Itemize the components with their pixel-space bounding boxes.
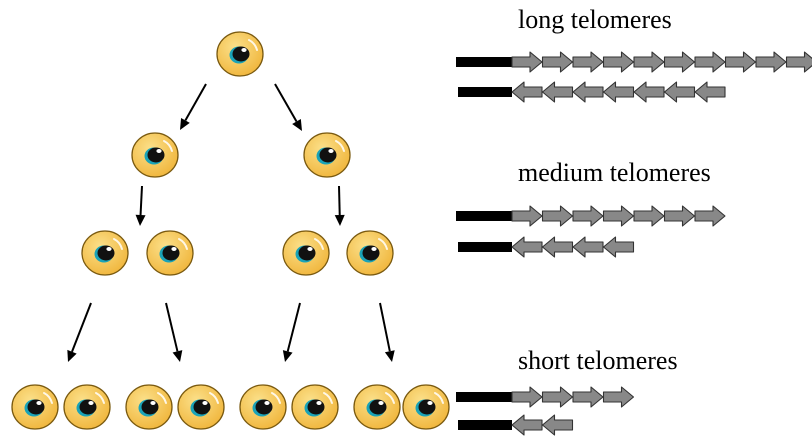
cell (146, 230, 194, 276)
cell (216, 31, 264, 77)
telomere-repeat-arrow-icon (755, 51, 787, 73)
telomere-repeat-arrow-icon (785, 51, 812, 73)
telomere-repeat-arrow-icon (663, 51, 696, 73)
nucleus-icon (295, 245, 316, 263)
telomere-repeat-arrow-icon (511, 386, 543, 408)
nucleus-icon (316, 147, 337, 165)
medium-telomeres-label: medium telomeres (518, 158, 711, 187)
cell (402, 384, 450, 430)
nucleus-icon (159, 245, 180, 263)
nucleus-icon (304, 399, 325, 417)
telomere-repeat-arrow-icon (511, 205, 543, 227)
telomere-repeat-arrow-icon (541, 414, 574, 436)
cell (303, 132, 351, 178)
chromosome-bar (456, 211, 512, 221)
nucleus-icon (144, 147, 165, 165)
telomere-repeat-arrow-icon (602, 205, 635, 227)
chromosome-bar (456, 392, 512, 402)
nucleus-icon (366, 399, 387, 417)
telomere-repeat-arrow-icon (724, 51, 757, 73)
telomere-repeat-arrow-icon (694, 51, 726, 73)
cell (291, 384, 339, 430)
nucleus-icon (138, 399, 159, 417)
upper-strand (456, 386, 635, 408)
telomere-repeat-arrow-icon (511, 81, 543, 103)
telomere-repeat-arrow-icon (572, 81, 604, 103)
cell (125, 384, 173, 430)
nucleus-icon (76, 399, 97, 417)
cell (353, 384, 401, 430)
chromosome-bar (456, 57, 512, 67)
telomere-strands (456, 51, 812, 436)
telomere-repeat-arrow-icon (694, 81, 726, 103)
cell-lineage (11, 31, 450, 430)
chromosome-bar (458, 87, 512, 97)
down-arrow-icon (274, 83, 302, 131)
short-telomeres-label: short telomeres (518, 346, 678, 375)
telomere-repeat-arrow-icon (572, 205, 604, 227)
telomere-repeat-arrow-icon (511, 51, 543, 73)
telomere-repeat-arrow-icon (572, 386, 604, 408)
cell (81, 230, 129, 276)
upper-strand (456, 51, 812, 73)
cell (177, 384, 225, 430)
cell (282, 230, 330, 276)
telomere-repeat-arrow-icon (541, 386, 574, 408)
telomere-repeat-arrow-icon (602, 236, 635, 258)
down-arrow-icon (135, 185, 146, 226)
telomere-repeat-arrow-icon (602, 81, 635, 103)
cell (63, 384, 111, 430)
division-arrows (67, 83, 395, 362)
chromosome-bar (458, 242, 512, 252)
upper-strand (456, 205, 726, 227)
telomere-repeat-arrow-icon (694, 205, 726, 227)
telomere-repeat-arrow-icon (541, 51, 574, 73)
nucleus-icon (415, 399, 436, 417)
cell (11, 384, 59, 430)
telomere-repeat-arrow-icon (663, 205, 696, 227)
nucleus-icon (359, 245, 380, 263)
telomere-repeat-arrow-icon (541, 81, 574, 103)
telomere-repeat-arrow-icon (633, 51, 665, 73)
long-telomeres-label: long telomeres (518, 5, 672, 34)
cell (131, 132, 179, 178)
telomere-repeat-arrow-icon (511, 414, 543, 436)
cell (239, 384, 287, 430)
telomere-repeat-arrow-icon (541, 205, 574, 227)
down-arrow-icon (379, 302, 395, 362)
telomere-repeat-arrow-icon (633, 81, 665, 103)
down-arrow-icon (67, 302, 92, 362)
nucleus-icon (190, 399, 211, 417)
lower-strand (458, 414, 574, 436)
telomere-repeat-arrow-icon (511, 236, 543, 258)
lower-strand (458, 236, 635, 258)
telomere-repeat-arrow-icon (572, 236, 604, 258)
telomere-repeat-arrow-icon (602, 51, 635, 73)
telomere-repeat-arrow-icon (602, 386, 635, 408)
down-arrow-icon (180, 83, 207, 130)
chromosome-bar (458, 420, 512, 430)
down-arrow-icon (334, 185, 345, 226)
nucleus-icon (94, 245, 115, 263)
telomere-repeat-arrow-icon (663, 81, 696, 103)
telomere-repeat-arrow-icon (572, 51, 604, 73)
down-arrow-icon (165, 302, 183, 362)
nucleus-icon (252, 399, 273, 417)
telomere-repeat-arrow-icon (633, 205, 665, 227)
lower-strand (458, 81, 726, 103)
telomere-repeat-arrow-icon (541, 236, 574, 258)
nucleus-icon (229, 46, 250, 64)
nucleus-icon (24, 399, 45, 417)
cell (346, 230, 394, 276)
down-arrow-icon (282, 302, 301, 362)
